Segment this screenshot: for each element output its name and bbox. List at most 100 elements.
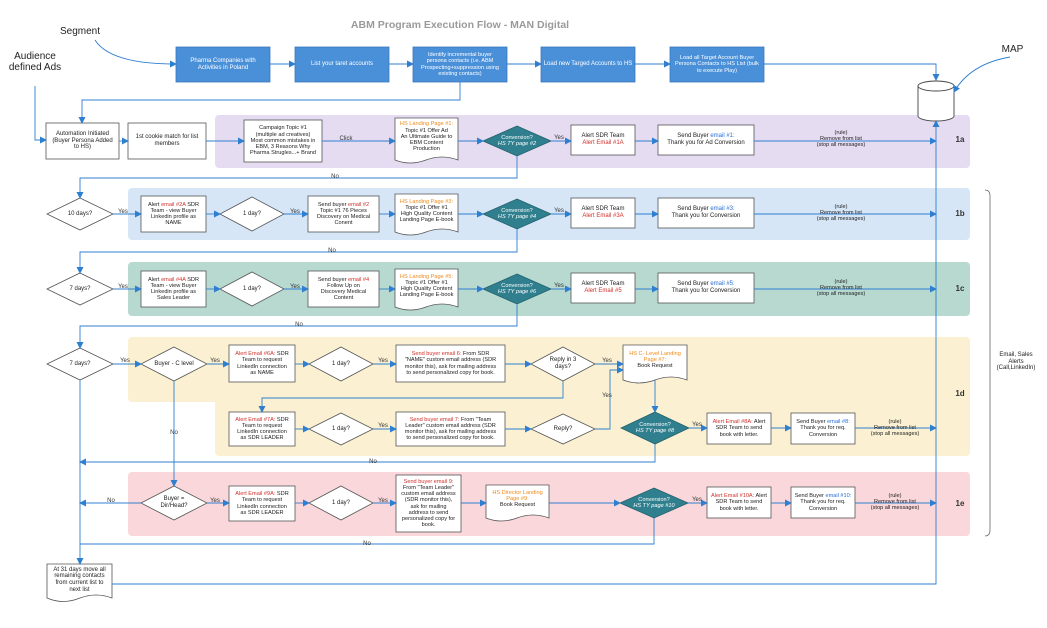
edge-1a-no (76, 156, 518, 199)
b1c-landing-doc[interactable] (394, 268, 459, 311)
edge-1d-no (79, 444, 656, 466)
b1b-remove-label: (rule)Remove from list(stop all messages… (816, 203, 866, 223)
b1c-wait-label: 7 days? (69, 285, 91, 292)
b1a-landing-doc[interactable] (394, 117, 459, 164)
top-step-4-box[interactable] (540, 46, 636, 83)
b1c-send-ty-box[interactable] (657, 272, 755, 304)
b1c-send-box[interactable] (307, 270, 380, 308)
b1c-yes-2: Yes (290, 283, 300, 290)
b1d-no-label: No (369, 458, 377, 465)
top-step-5-box[interactable] (669, 46, 765, 83)
b1b-conversion-label: Conversion?HS TY page #4 (497, 207, 537, 220)
b1d-send7-box[interactable] (395, 411, 506, 447)
b1b-alert-sdr-box[interactable] (570, 197, 636, 229)
b1b-yes-1: Yes (118, 208, 128, 215)
b1b-yes-2: Yes (290, 208, 300, 215)
b1b-send-ty-box[interactable] (657, 197, 755, 229)
b1d-alert8-box[interactable] (706, 412, 772, 445)
b1b-wait-label: 10 days? (67, 210, 93, 217)
b1e-send10-box[interactable] (790, 486, 856, 519)
b1e-dir-diamond[interactable] (140, 485, 208, 521)
b1d-alert7-box[interactable] (228, 411, 296, 447)
b1b-wait-diamond[interactable] (46, 197, 114, 231)
b1b-send-box[interactable] (307, 195, 380, 233)
b1b-no-label: No (328, 247, 336, 254)
b1d-day2-diamond[interactable] (308, 412, 374, 446)
b1d-remove-label: (rule)Remove from list(stop all messages… (870, 418, 920, 438)
edge-map-label-in (953, 56, 1011, 93)
b1d-yes-7: Yes (692, 421, 702, 428)
top-step-2-box[interactable] (294, 46, 390, 83)
b1d-landing7-doc[interactable] (622, 344, 688, 384)
b1c-day-diamond[interactable] (219, 271, 285, 307)
b1d-yes-1: Yes (120, 357, 130, 364)
automation-initiated-box[interactable] (45, 122, 120, 160)
end-note-doc[interactable] (46, 563, 113, 602)
b1e-alert10-box[interactable] (706, 486, 772, 519)
b1d-yes-6: Yes (602, 392, 612, 399)
edge-1b-no (76, 229, 518, 274)
b1e-landing9-doc[interactable] (485, 484, 550, 522)
b1a-alert-box[interactable] (570, 124, 636, 156)
b1d-wait-label: 7 days? (69, 360, 91, 367)
b1d-send8-label: Send Buyer email #8:Thank you for req.Co… (796, 419, 850, 438)
b1d-yes-2: Yes (210, 357, 220, 364)
top-step-3-box[interactable] (412, 46, 508, 83)
b1a-yes-label: Yes (554, 134, 564, 141)
b1d-reply-label: Reply? (553, 425, 573, 432)
b1e-yes-3: Yes (692, 496, 702, 503)
b1b-day-label: 1 day? (242, 210, 261, 217)
flow-edges (34, 39, 1011, 585)
band-id-1c: 1c (955, 283, 965, 293)
b1a-send-box[interactable] (657, 124, 755, 156)
b1d-day1-diamond[interactable] (308, 346, 374, 382)
band-id-1e: 1e (955, 498, 965, 508)
b1c-alert-sdr-box[interactable] (570, 272, 636, 304)
b1d-send6-box[interactable] (395, 344, 506, 383)
b1e-dir-label: Buyer =Dir/Head? (160, 496, 188, 509)
b1e-send10-label: Send Buyer email #10:Thank you for req.C… (794, 493, 852, 512)
side-bracket (984, 189, 991, 537)
map-label: MAP (1001, 43, 1024, 55)
b1a-conversion-label: Conversion?HS TY page #2 (497, 134, 537, 147)
edge-top3-down (78, 82, 461, 124)
b1d-reply-diamond[interactable] (530, 413, 596, 445)
b1e-remove-label: (rule)Remove from list(stop all messages… (870, 492, 920, 512)
band-id-1a: 1a (955, 134, 965, 144)
b1a-no-label: No (331, 173, 339, 180)
b1e-alert9-box[interactable] (228, 485, 296, 522)
b1b-landing-doc[interactable] (394, 193, 459, 236)
b1e-no-left: No (107, 497, 115, 504)
b1c-remove-label: (rule)Remove from list(stop all messages… (816, 278, 866, 298)
b1c-yes-1: Yes (118, 283, 128, 290)
edge-segment-in (94, 39, 177, 68)
edge-1d-reply3-no (258, 381, 564, 413)
b1a-campaign-box[interactable] (243, 119, 323, 163)
b1d-send6-label: Send buyer email 6: From SDR"NAME" custo… (404, 351, 497, 376)
b1d-clevel-no-label: No (170, 429, 178, 436)
b1c-wait-diamond[interactable] (46, 272, 114, 306)
segment-label: Segment (59, 25, 101, 37)
top-step-2-label: List your taret accounts (310, 61, 374, 68)
b1d-send8-box[interactable] (790, 412, 856, 445)
database-cylinder-icon[interactable] (917, 80, 955, 122)
b1b-day-diamond[interactable] (219, 196, 285, 232)
page-title: ABM Program Execution Flow - MAN Digital (350, 19, 570, 32)
band-id-1d: 1d (955, 388, 965, 398)
b1e-day-diamond[interactable] (308, 485, 374, 521)
